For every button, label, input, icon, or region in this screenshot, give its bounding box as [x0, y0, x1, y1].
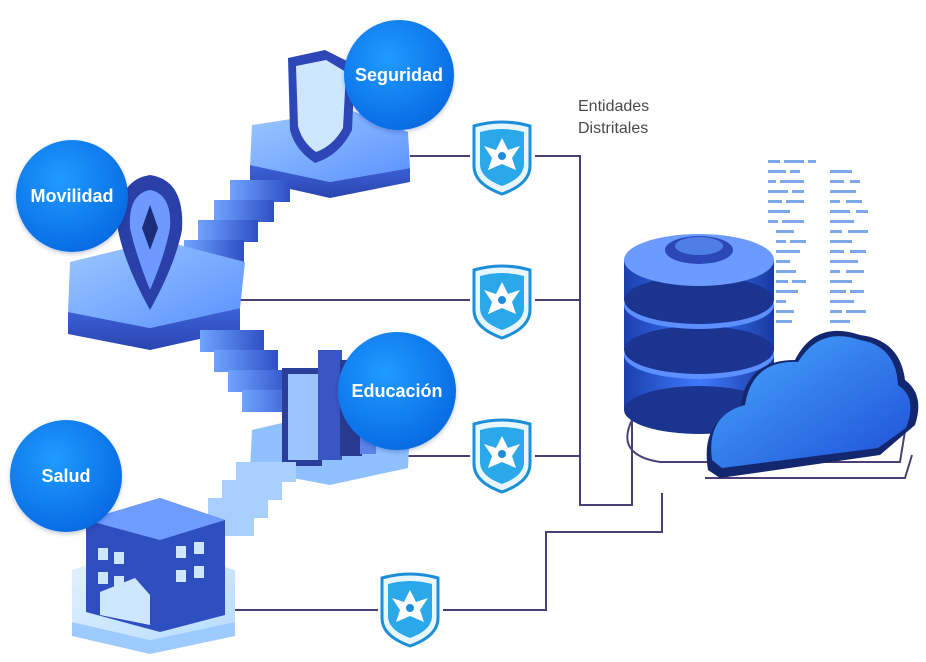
entities-caption-text: Entidades Distritales — [578, 98, 650, 137]
node-label: Salud — [41, 465, 91, 486]
cloud-icon — [706, 330, 919, 478]
node-seguridad: Seguridad — [344, 20, 454, 130]
entities-caption: Entidades Distritales — [578, 96, 698, 140]
shield-icon — [288, 50, 355, 163]
data-code-icon — [768, 160, 868, 323]
coat-of-arms-icon — [472, 418, 532, 494]
coat-of-arms-icon — [472, 120, 532, 196]
stairs-upper — [184, 180, 290, 262]
coat-of-arms-icon — [380, 572, 440, 648]
node-label: Seguridad — [354, 64, 443, 85]
node-movilidad: Movilidad — [16, 140, 128, 252]
coat-of-arms-icon — [472, 264, 532, 340]
node-label: Educación — [351, 380, 443, 401]
node-label: Movilidad — [30, 185, 114, 206]
connector-lines — [232, 155, 913, 611]
hospital-icon — [86, 498, 225, 632]
node-salud: Salud — [10, 420, 122, 532]
map-pin-icon — [117, 175, 183, 310]
node-educacion: Educación — [338, 332, 456, 450]
